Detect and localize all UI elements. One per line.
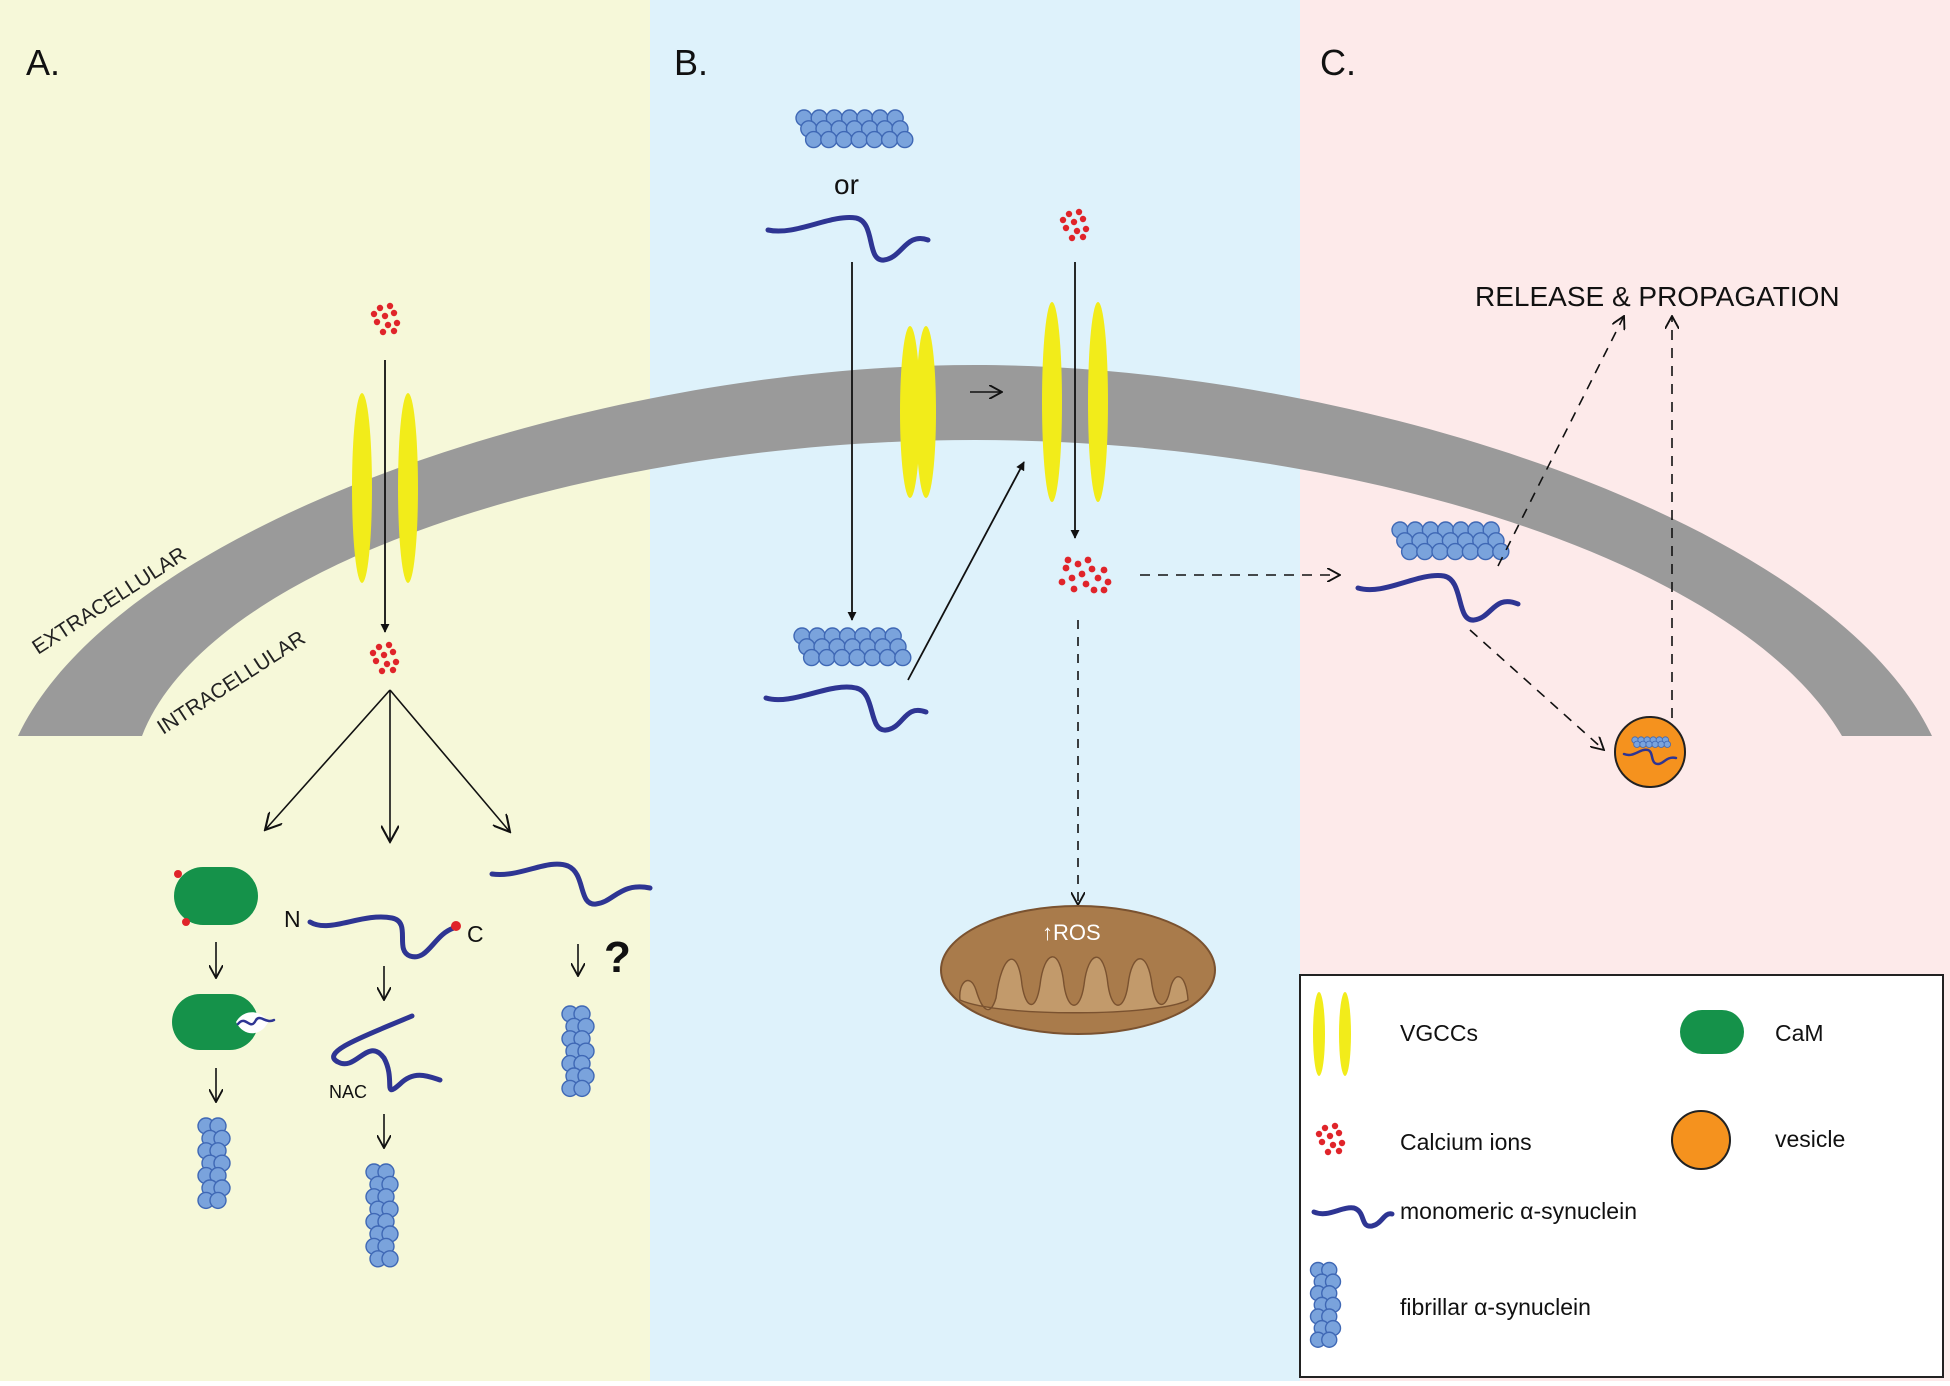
fibril-bead xyxy=(1321,1331,1338,1348)
fibril-bead xyxy=(1476,542,1495,561)
panel-a-label: A. xyxy=(26,42,60,83)
fibril-panel-c xyxy=(1391,521,1510,561)
nac-label: NAC xyxy=(329,1082,367,1102)
fibril-bead xyxy=(850,130,868,149)
fibril-extracellular-b xyxy=(795,109,914,149)
mitochondrion: ↑ROS xyxy=(940,905,1216,1035)
mitochondrion-cristae xyxy=(959,956,1189,1014)
fibril-from-cam xyxy=(197,1117,231,1210)
monomer-extracellular-b xyxy=(765,215,931,263)
vgcc-channel-b-active-left xyxy=(1042,302,1062,502)
cam-synuclein-complex xyxy=(172,994,276,1050)
fibril-bead xyxy=(1633,740,1641,748)
calcium-on-cam-top xyxy=(174,870,182,878)
free-monomer xyxy=(489,861,653,907)
fibril-unknown-path xyxy=(561,1005,595,1098)
monomer-panel-c xyxy=(1355,573,1521,623)
ros-label: ↑ROS xyxy=(1042,920,1101,945)
fibril-bead xyxy=(1639,740,1647,748)
fibril-bead xyxy=(818,648,836,667)
fibril-bead xyxy=(1663,740,1671,748)
legend: VGCCs CaM Calcium ions vesicle monomeric… xyxy=(1299,974,1944,1378)
calcium-on-c-terminus xyxy=(451,921,461,931)
vesicle-uptake-arrow xyxy=(1469,629,1604,750)
cam-protein xyxy=(174,867,258,925)
vgcc-icon xyxy=(1313,992,1325,1076)
fibril-icon xyxy=(1309,1261,1342,1348)
fibril-bead xyxy=(865,130,884,149)
fibril-in-vesicle xyxy=(1631,736,1671,748)
panel-b-content: or ↑ROS xyxy=(763,109,1340,1035)
n-terminus-label: N xyxy=(284,906,301,932)
fibril-bead xyxy=(835,130,853,149)
legend-label-monomer: monomeric α-synuclein xyxy=(1400,1198,1637,1224)
branch-arrow-cam xyxy=(265,689,391,830)
fibril-bead xyxy=(896,130,914,149)
fibril-bead xyxy=(820,130,838,149)
unknown-mechanism-mark: ? xyxy=(604,933,631,982)
vgcc-channel-b-inactive-1 xyxy=(900,326,920,498)
vgcc-channel-b-active-right xyxy=(1088,302,1108,502)
vgcc-icon-second xyxy=(1339,992,1351,1076)
nac-exposed-monomer xyxy=(331,1013,443,1093)
cam-icon xyxy=(1680,1010,1744,1054)
ca-bound-monomer xyxy=(307,914,457,960)
fibril-from-monomer xyxy=(365,1163,399,1268)
c-terminus-label: C xyxy=(467,921,484,947)
panel-b-background xyxy=(650,0,1300,1381)
fibril-bead xyxy=(1431,542,1449,561)
cell-membrane xyxy=(18,365,1932,736)
vesicle-icon xyxy=(1671,1110,1731,1170)
vesicle-with-synuclein xyxy=(1614,716,1686,788)
panel-a-content: N C NAC ? xyxy=(172,302,653,1268)
fibril-bead xyxy=(804,130,823,149)
fibril-bead xyxy=(1446,542,1464,561)
legend-label-calcium: Calcium ions xyxy=(1400,1129,1532,1155)
fibril-bead xyxy=(1657,740,1665,748)
or-label: or xyxy=(834,169,859,200)
vgcc-channel-a-left xyxy=(352,393,372,583)
fibril-bead xyxy=(1492,542,1510,561)
fibril-bead xyxy=(880,130,899,149)
branch-arrow-unknown xyxy=(389,689,510,832)
calcium-on-cam-bottom xyxy=(182,918,190,926)
fibril-bead xyxy=(833,648,851,667)
fibril-bead xyxy=(894,648,912,667)
fibril-bead xyxy=(1645,740,1653,748)
release-propagation-label: RELEASE & PROPAGATION xyxy=(1475,281,1840,312)
fibril-intracellular-b xyxy=(793,627,912,667)
fibril-bead xyxy=(381,1250,399,1268)
vgcc-channel-b-inactive-2 xyxy=(916,326,936,498)
monomer-icon xyxy=(1311,1205,1395,1229)
legend-label-vesicle: vesicle xyxy=(1775,1126,1845,1152)
fibril-bead xyxy=(1416,542,1434,561)
legend-label-cam: CaM xyxy=(1775,1020,1824,1046)
legend-label-fibril: fibrillar α-synuclein xyxy=(1400,1294,1591,1320)
channel-activation-diagonal-arrow xyxy=(907,461,1025,681)
panel-b-label: B. xyxy=(674,42,708,83)
fibril-bead xyxy=(802,648,821,667)
legend-label-vgccs: VGCCs xyxy=(1400,1020,1478,1046)
fibril-bead xyxy=(863,648,882,667)
monomer-in-vesicle xyxy=(1622,748,1678,766)
fibril-bead xyxy=(1461,542,1480,561)
fibril-bead xyxy=(209,1191,227,1210)
fibril-bead xyxy=(848,648,866,667)
fibril-bead xyxy=(1400,542,1419,561)
fibril-bead xyxy=(573,1079,591,1098)
legend-box xyxy=(1299,974,1944,1378)
panel-c-label: C. xyxy=(1320,42,1356,83)
fibril-bead xyxy=(1651,740,1659,748)
vgcc-channel-a-right xyxy=(398,393,418,583)
fibril-bead xyxy=(878,648,897,667)
monomer-intracellular-b xyxy=(763,684,929,733)
panel-c-content: RELEASE & PROPAGATION xyxy=(1355,281,1840,788)
